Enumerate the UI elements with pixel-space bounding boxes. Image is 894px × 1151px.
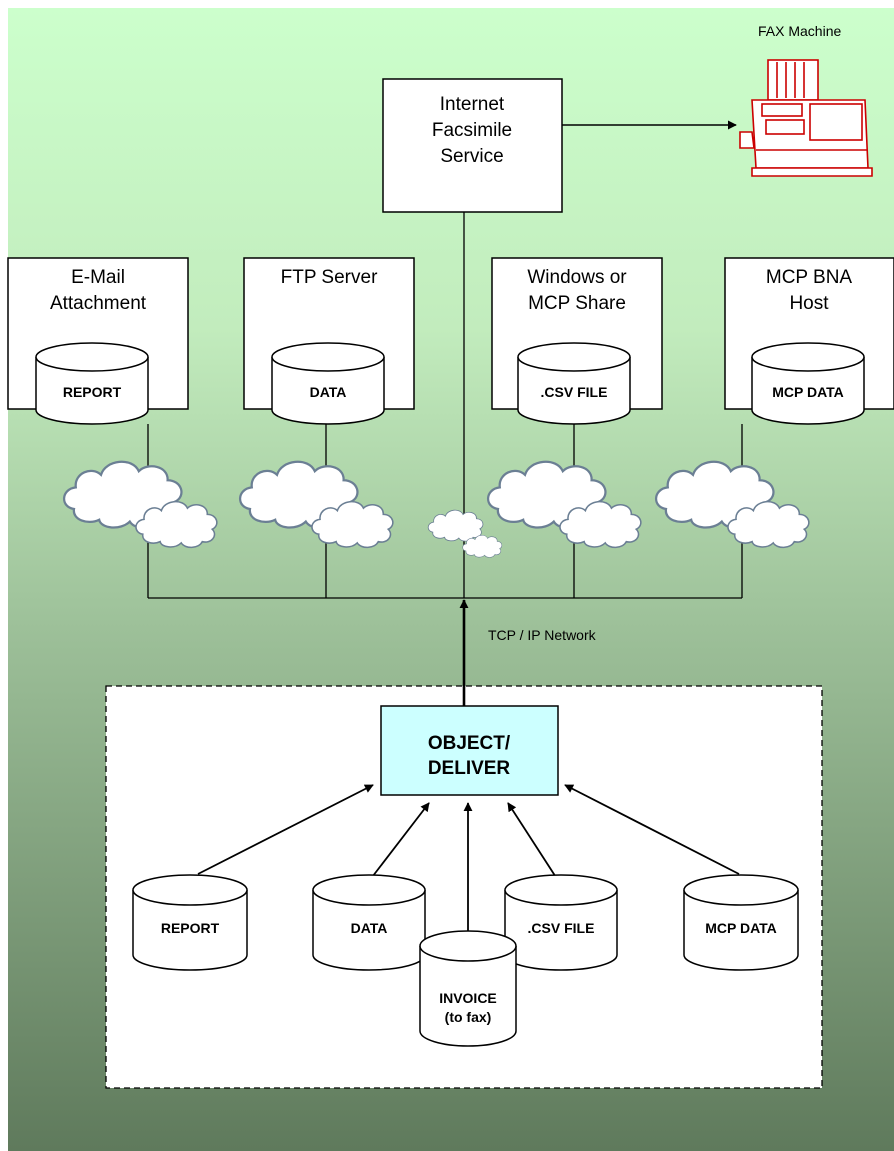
network-label: TCP / IP Network xyxy=(488,627,597,643)
object-deliver-line-2: DELIVER xyxy=(428,758,511,779)
destination-box-email: E-Mail Attachment xyxy=(7,257,189,410)
ftp-line-1: FTP Server xyxy=(281,267,378,288)
email-line-1: E-Mail xyxy=(71,267,125,288)
db-cylinder-report-dest xyxy=(35,342,149,425)
email-line-2: Attachment xyxy=(50,293,147,314)
db-label-invoice-line-1: INVOICE xyxy=(439,990,497,1006)
internet-fax-line-1: Internet xyxy=(440,94,505,115)
object-deliver-line-1: OBJECT/ xyxy=(428,733,511,754)
internet-fax-line-2: Facsimile xyxy=(432,120,512,141)
internet-fax-line-3: Service xyxy=(440,146,503,167)
db-cylinder-csv-source xyxy=(504,874,618,971)
share-line-2: MCP Share xyxy=(528,293,626,314)
source-arrows xyxy=(197,784,740,945)
db-label-mcp-source: MCP DATA xyxy=(705,920,777,936)
db-label-data-dest: DATA xyxy=(310,384,347,400)
fax-machine-icon xyxy=(739,59,873,177)
share-line-1: Windows or xyxy=(527,267,627,288)
db-cylinder-data-source xyxy=(312,874,426,971)
db-label-invoice-line-2: (to fax) xyxy=(445,1009,492,1025)
db-cylinder-csv-dest xyxy=(517,342,631,425)
db-cylinder-data-dest xyxy=(271,342,385,425)
db-label-mcp-dest: MCP DATA xyxy=(772,384,844,400)
db-label-report-source: REPORT xyxy=(161,920,220,936)
object-deliver-box xyxy=(380,705,559,796)
bna-line-2: Host xyxy=(789,293,829,314)
db-cylinder-report-source xyxy=(132,874,248,971)
db-cylinder-mcp-dest xyxy=(751,342,865,425)
db-label-csv-dest: .CSV FILE xyxy=(541,384,608,400)
db-cylinder-mcp-source xyxy=(683,874,799,971)
db-label-data-source: DATA xyxy=(351,920,388,936)
db-label-csv-source: .CSV FILE xyxy=(528,920,595,936)
bna-line-1: MCP BNA xyxy=(766,267,853,288)
db-label-report-dest: REPORT xyxy=(63,384,122,400)
internet-facsimile-service-box xyxy=(382,78,563,213)
fax-machine-label: FAX Machine xyxy=(758,23,841,39)
db-cylinder-invoice-source xyxy=(419,930,517,1047)
